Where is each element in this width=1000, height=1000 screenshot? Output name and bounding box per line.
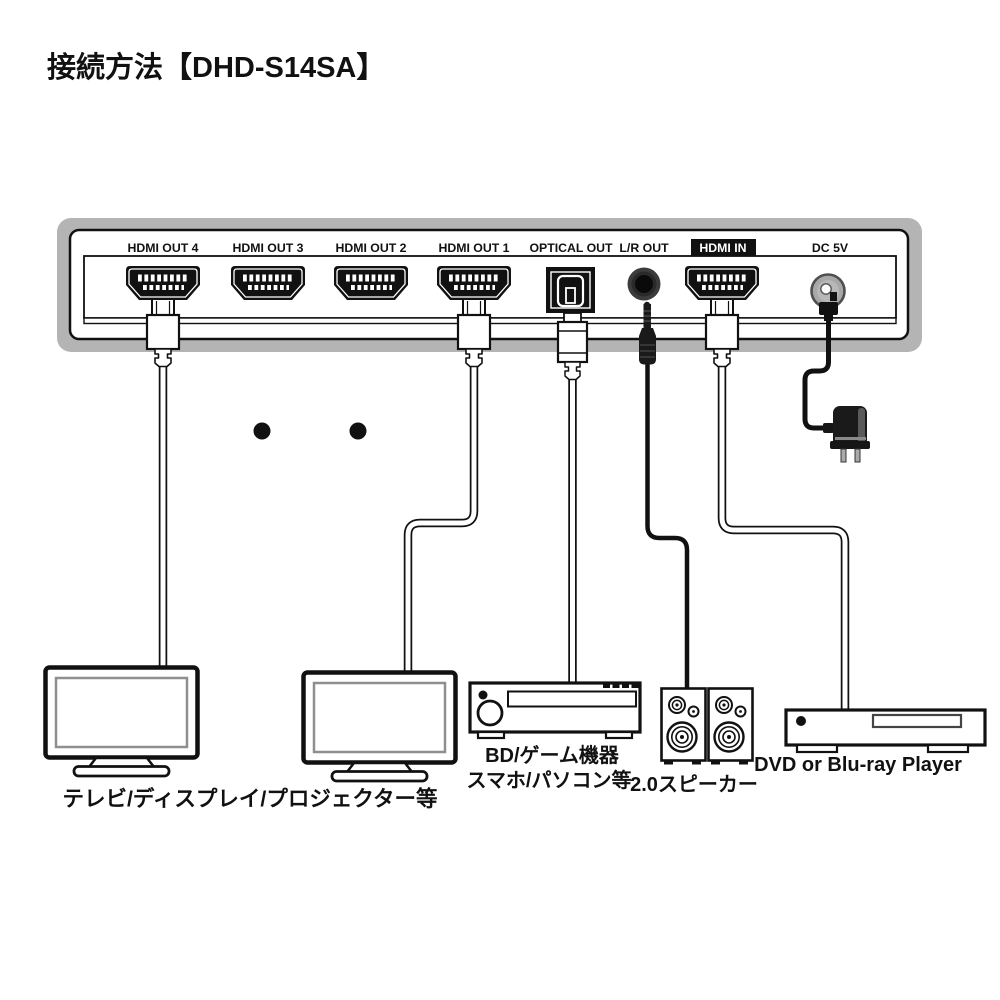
dc-plug bbox=[819, 302, 838, 321]
volume-knob bbox=[476, 699, 504, 727]
hdmi-out-3-label: HDMI OUT 3 bbox=[232, 241, 303, 255]
hdmi-out-1-label: HDMI OUT 1 bbox=[438, 241, 509, 255]
power-cable bbox=[802, 318, 831, 431]
hdmi-out-3-port bbox=[231, 266, 305, 300]
page-title: 接続方法【DHD-S14SA】 bbox=[47, 50, 385, 84]
tv-label: テレビ/ディスプレイ/プロジェクター等 bbox=[62, 786, 437, 811]
optical-out-port bbox=[546, 267, 595, 313]
hdmi-in-port bbox=[685, 266, 759, 300]
dc-5v-label: DC 5V bbox=[812, 241, 849, 255]
tv-icon-left bbox=[46, 668, 198, 777]
hdmi-in-label: HDMI IN bbox=[699, 241, 746, 255]
player-label: DVD or Blu-ray Player bbox=[754, 754, 962, 776]
lr-out-port bbox=[627, 267, 661, 301]
hdmi-out-1-port bbox=[437, 266, 511, 300]
dvd-player-device bbox=[784, 708, 987, 754]
av-source-device bbox=[468, 681, 642, 740]
player-led-dot bbox=[796, 716, 806, 726]
source-label-line1: BD/ゲーム機器 bbox=[485, 744, 620, 767]
hdmi-plug-out4 bbox=[145, 297, 181, 368]
speaker-label: 2.0スピーカー bbox=[630, 773, 758, 796]
mount-dot-left bbox=[253, 422, 271, 440]
speaker-icon-right bbox=[707, 687, 754, 766]
splitter-back-panel: HDMI OUT 4 HDMI OUT 3 HDMI OUT 2 HDMI OU… bbox=[57, 218, 922, 352]
hdmi-out-4-label: HDMI OUT 4 bbox=[127, 241, 198, 255]
hdmi-in-label-box bbox=[691, 239, 756, 256]
hdmi-plug-out1 bbox=[456, 297, 492, 368]
source-label-line2: スマホ/パソコン等 bbox=[467, 768, 632, 792]
tv-icon-right bbox=[304, 673, 456, 782]
hdmi-out-4-port bbox=[126, 266, 200, 300]
adapter-prong-left bbox=[840, 448, 847, 463]
hdmi-cable-in bbox=[717, 360, 850, 716]
minijack-plug bbox=[639, 301, 656, 365]
power-adapter bbox=[823, 406, 870, 463]
hdmi-out-2-port bbox=[334, 266, 408, 300]
lr-out-label: L/R OUT bbox=[619, 241, 669, 255]
hdmi-out-2-label: HDMI OUT 2 bbox=[335, 241, 406, 255]
audio-cable-lr bbox=[645, 362, 690, 695]
speaker-icon-left bbox=[660, 687, 707, 766]
front-display bbox=[507, 690, 637, 708]
adapter-cable-nub bbox=[823, 423, 834, 433]
mount-dot-right bbox=[349, 422, 367, 440]
adapter-prong-right bbox=[854, 448, 861, 463]
optical-out-label: OPTICAL OUT bbox=[529, 241, 613, 255]
hdmi-plug-in bbox=[704, 297, 740, 368]
dc-5v-jack bbox=[810, 273, 846, 309]
cables bbox=[158, 318, 850, 716]
optical-plug bbox=[556, 312, 589, 381]
hdmi-cable-out1 bbox=[403, 360, 479, 678]
power-led-dot bbox=[478, 690, 488, 700]
disc-tray bbox=[871, 713, 963, 729]
